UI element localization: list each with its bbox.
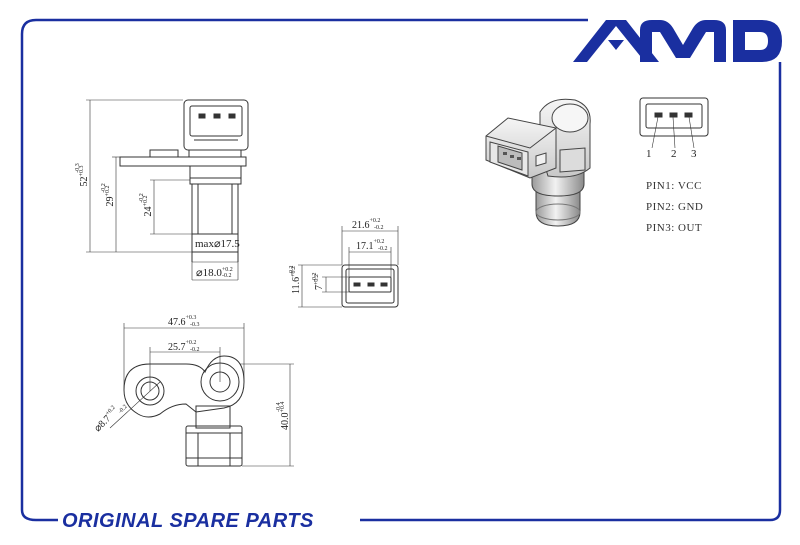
svg-text:-0.2: -0.2	[374, 225, 384, 231]
svg-text:7+0.2: 7+0.2	[314, 274, 325, 290]
pin-1	[654, 112, 663, 118]
brand-tagline: ORIGINAL SPARE PARTS	[62, 510, 314, 532]
pinout-legend: PIN1: VCC PIN2: GND PIN3: OUT	[646, 178, 703, 241]
pin-numbers: 1 2 3	[646, 148, 697, 160]
pin-assignment: PIN3: OUT	[646, 222, 703, 234]
side-flange	[119, 156, 247, 167]
svg-text:-0.3: -0.3	[75, 163, 81, 173]
pin-2	[669, 112, 678, 118]
svg-text:-0.2: -0.2	[378, 246, 388, 252]
height-label: 40.0	[280, 413, 291, 431]
pin-assignment: PIN1: VCC	[646, 180, 702, 192]
sensor-3d-illustration	[485, 98, 591, 227]
svg-text:11.6+0.2: 11.6+0.2	[291, 266, 302, 294]
connector-front-view	[298, 226, 399, 308]
svg-text:21.6+0.2: 21.6+0.2	[352, 218, 380, 231]
top-view-labels: 47.6+0.3 -0.3 25.7+0.2 -0.2 ⌀8.7+0.2 -0.…	[92, 315, 291, 434]
connector-front-labels: 21.6+0.2 -0.2 17.1+0.2 -0.2 11.6+0.2 -0.…	[289, 218, 388, 294]
dim-flange-length: 29	[105, 196, 116, 206]
svg-text:-0.4: -0.4	[276, 403, 282, 413]
svg-text:17.1+0.2: 17.1+0.2	[356, 239, 384, 252]
svg-text:-0.2: -0.2	[101, 183, 107, 193]
outer-width-label: 21.6	[352, 220, 370, 231]
svg-text:-0.3: -0.3	[190, 322, 200, 328]
connector-inner	[348, 276, 392, 293]
svg-text:-0.2: -0.2	[190, 347, 200, 353]
pinout-connector	[639, 97, 709, 149]
side-connector-housing	[183, 99, 249, 151]
svg-text:29+0.2: 29+0.2	[105, 186, 116, 207]
svg-text:-0.2: -0.2	[312, 273, 318, 283]
total-length-label: 47.6	[168, 317, 186, 328]
svg-text:⌀8.7+0.2: ⌀8.7+0.2	[92, 405, 121, 434]
inner-width-label: 17.1	[356, 241, 374, 252]
svg-text:-0.2: -0.2	[118, 404, 129, 415]
connector-outer	[341, 264, 399, 308]
hole-spacing-label: 25.7	[168, 342, 186, 353]
brand-logo	[573, 20, 782, 62]
dim-body-length: 24	[143, 206, 154, 216]
svg-text:-0.2: -0.2	[139, 193, 145, 203]
svg-text:40.0+0.4: 40.0+0.4	[280, 402, 291, 430]
pin-number: 3	[691, 148, 697, 160]
top-connector	[185, 425, 243, 467]
pin-assignment: PIN2: GND	[646, 201, 704, 213]
max-diameter-label: max⌀17.5	[195, 238, 240, 250]
body-diameter-label: ⌀18.0	[196, 267, 222, 279]
outer-height-label: 11.6	[291, 277, 302, 294]
mounting-flange	[123, 355, 245, 418]
side-view-labels: 52+0.3 -0.3 29+0.2 -0.2 24+0.2 -0.2 max⌀…	[75, 163, 240, 279]
hole-diameter-label: ⌀8.7	[92, 413, 113, 434]
svg-text:24+0.2: 24+0.2	[143, 196, 154, 217]
svg-text:52+0.3: 52+0.3	[79, 166, 90, 187]
svg-text:-0.2: -0.2	[222, 273, 232, 279]
dim-total-length: 52	[79, 176, 90, 186]
svg-text:25.7+0.2: 25.7+0.2	[168, 340, 196, 353]
pin-3	[684, 112, 693, 118]
pin-number: 2	[671, 148, 677, 160]
svg-text:-0.2: -0.2	[289, 266, 295, 276]
svg-text:47.6+0.3: 47.6+0.3	[168, 315, 196, 328]
inner-height-label: 7	[314, 285, 325, 290]
border-frame	[20, 18, 782, 522]
pin-number: 1	[646, 148, 652, 160]
side-view	[86, 99, 249, 281]
top-view	[109, 323, 294, 467]
side-sensor-body	[191, 183, 239, 235]
svg-text:⌀18.0+0.2: ⌀18.0+0.2	[196, 267, 233, 279]
